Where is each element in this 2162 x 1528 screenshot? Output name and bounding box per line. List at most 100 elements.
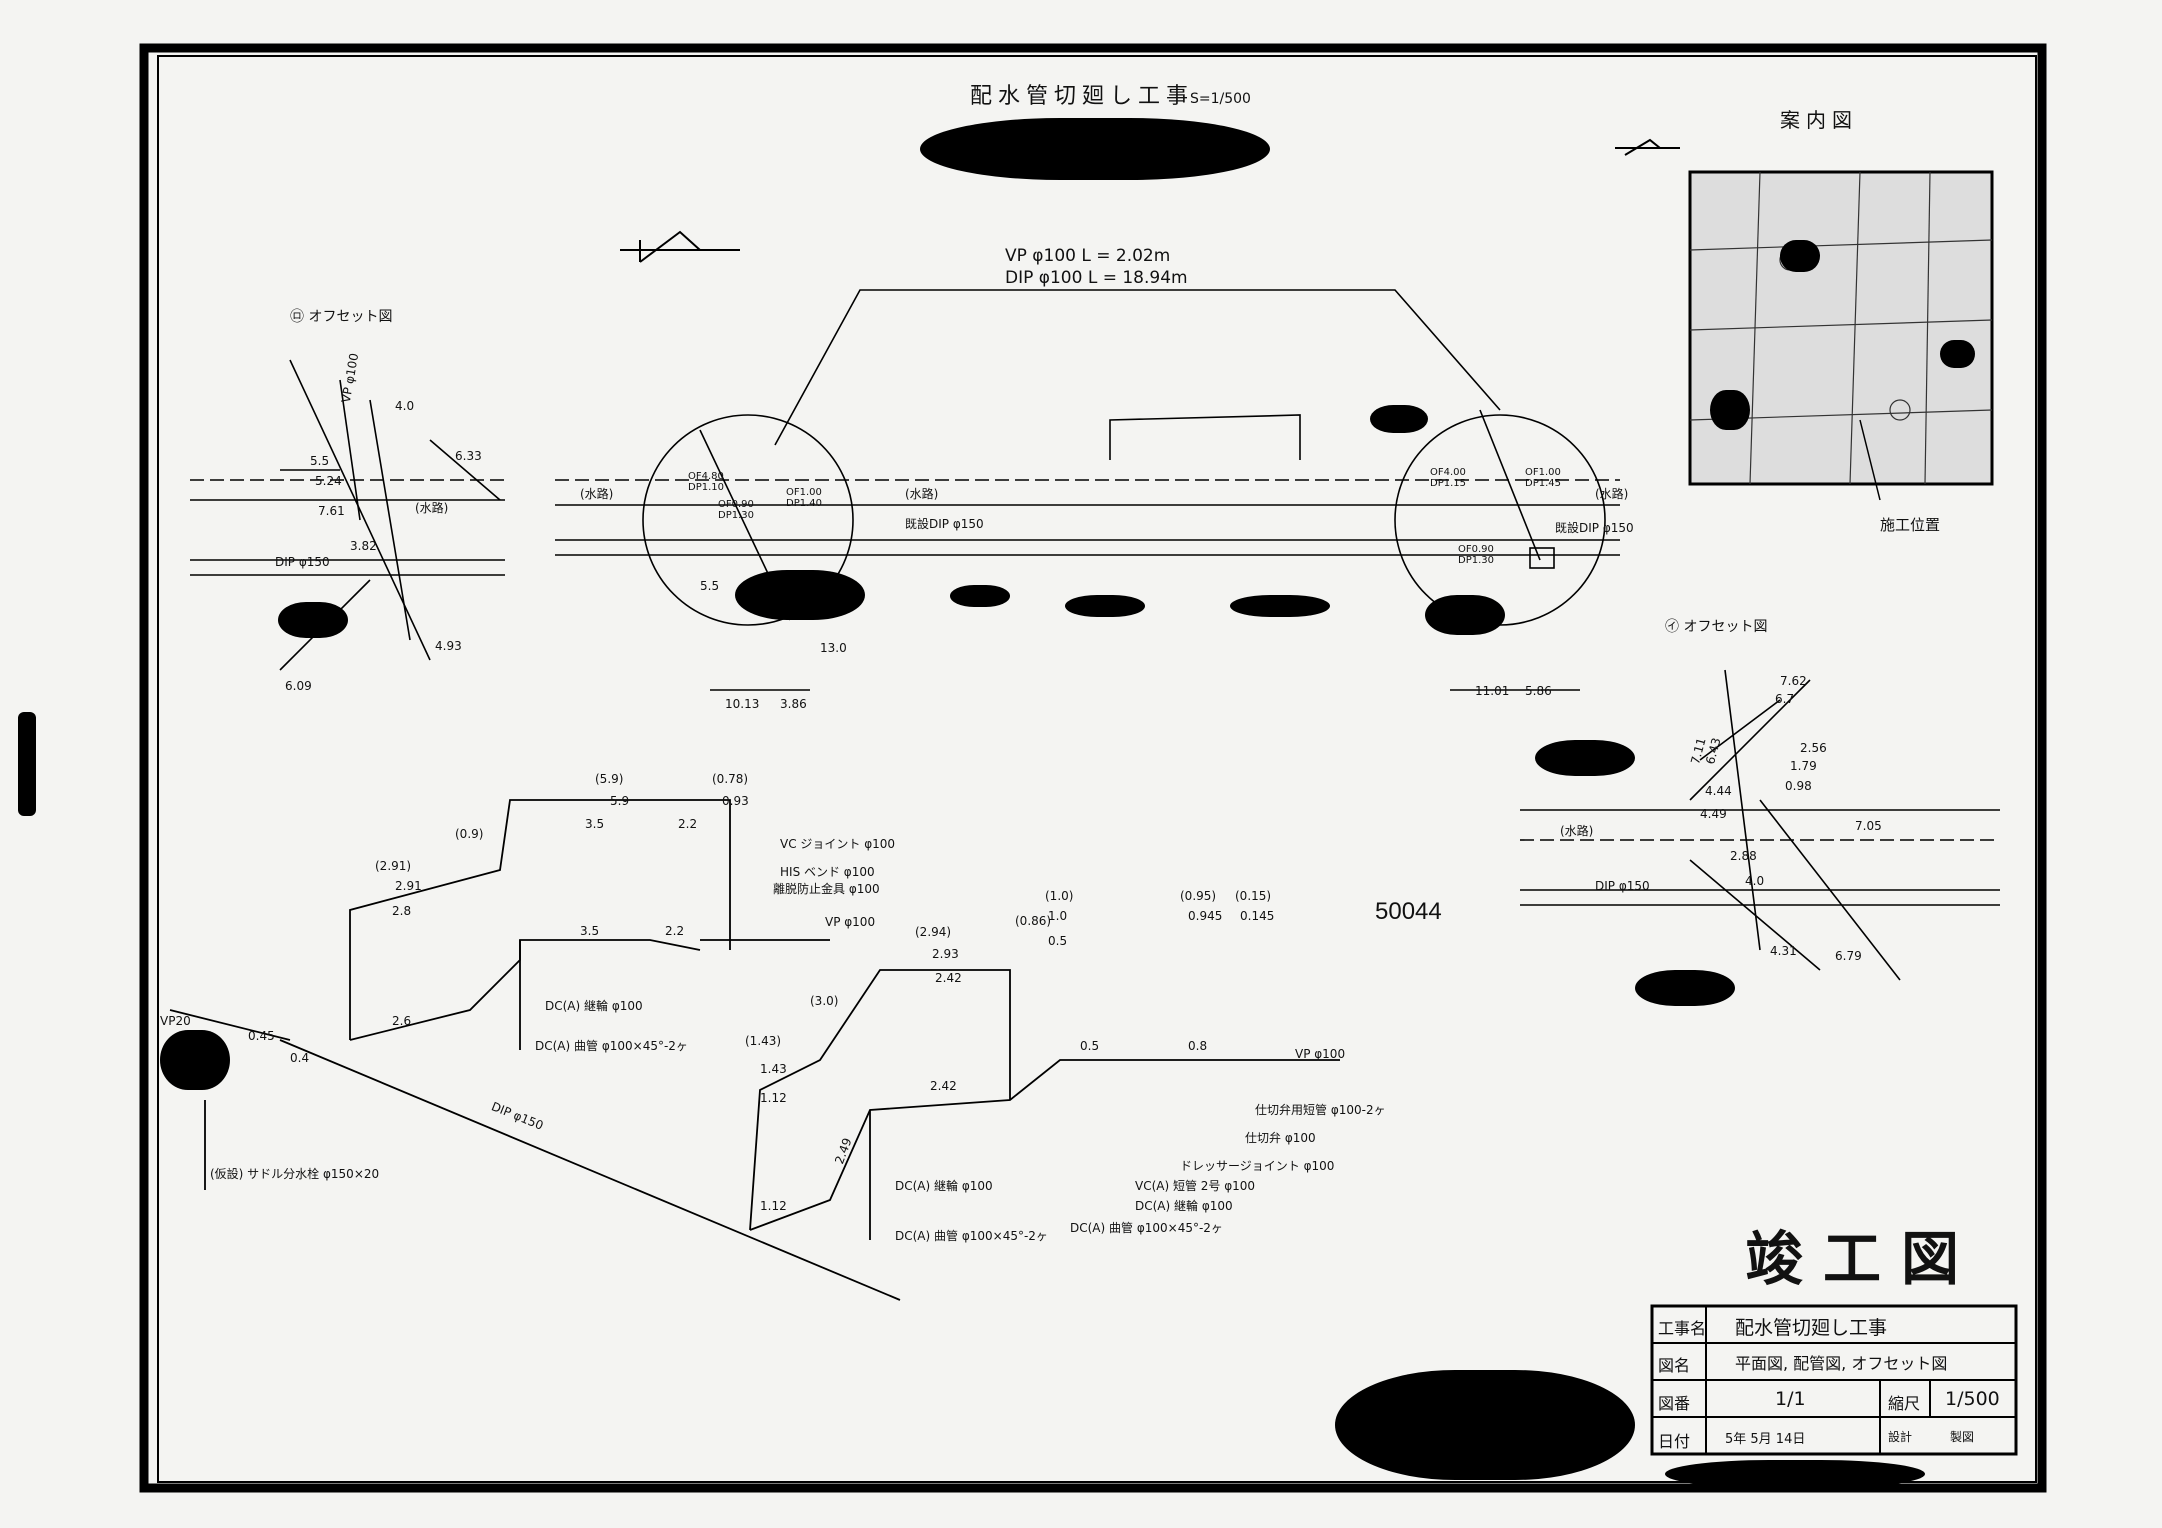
tb-date-label: 日付	[1658, 1432, 1691, 1451]
redaction-mark	[1665, 1460, 1925, 1488]
pipe-dim: 2.91	[395, 879, 422, 893]
tb-project-label: 工事名	[1658, 1319, 1707, 1338]
plan-dim-55: 5.5	[700, 579, 720, 593]
plan-dim-1101: 11.01	[1475, 684, 1510, 698]
plan-of3: OF0.90	[718, 499, 754, 510]
offset-diagram-i	[1520, 669, 2000, 981]
offset-i-dip: DIP φ150	[1595, 879, 1650, 893]
redaction-mark	[1635, 970, 1735, 1006]
redaction-mark	[1710, 390, 1750, 430]
offset-i-d431: 4.31	[1770, 944, 1797, 958]
pipe-dim: 0.945	[1188, 909, 1223, 923]
tb-scale-value: 1/500	[1945, 1388, 2000, 1410]
offset-i-d256: 2.56	[1800, 741, 1827, 755]
plan-waterway-mid: (水路)	[905, 487, 939, 501]
plan-dim-130: 13.0	[820, 641, 847, 655]
pipe-dim: 2.42	[930, 1079, 957, 1093]
plan-waterway-left: (水路)	[580, 487, 614, 501]
pipe-dim: (1.43)	[745, 1034, 782, 1048]
pipe-vp100-upper: VP φ100	[825, 915, 876, 929]
pipe-dim: 0.8	[1188, 1039, 1208, 1053]
pipe-dim: (0.95)	[1180, 889, 1217, 903]
pipe-dim: (3.0)	[810, 994, 839, 1008]
offset-ro-d633: 6.33	[455, 449, 482, 463]
plan-of5: OF1.00	[1525, 467, 1561, 478]
tb-design-label: 設計	[1888, 1430, 1913, 1444]
plan-of6: OF0.90	[1458, 544, 1494, 555]
offset-i-d179: 1.79	[1790, 759, 1817, 773]
pipe-dim: 2.8	[392, 904, 412, 918]
plan-main-right: 既設DIP φ150	[1555, 521, 1634, 535]
redaction-mark	[1425, 595, 1505, 635]
pipe-dc-sleeve: DC(A) 継輪 φ100	[545, 999, 643, 1013]
offset-i-d705: 7.05	[1855, 819, 1882, 833]
pipe-dim: 0.5	[1080, 1039, 1100, 1053]
pipe-dim: 1.12	[760, 1199, 787, 1213]
tb-drawing-label: 図名	[1658, 1356, 1691, 1375]
pipe-dresser: ドレッサージョイント φ100	[1180, 1159, 1335, 1173]
plan-dp1: DP1.10	[688, 482, 724, 493]
as-built-label: 竣工図	[1745, 1225, 1980, 1293]
pipe-saddle: (仮設) サドル分水栓 φ150×20	[210, 1167, 380, 1181]
redaction-mark	[1780, 240, 1820, 272]
pipe-dc-bend3: DC(A) 曲管 φ100×45°-2ヶ	[1070, 1221, 1223, 1235]
piping-isometric	[169, 799, 1340, 1301]
redaction-mark	[1370, 405, 1428, 433]
offset-ro-d761: 7.61	[318, 504, 345, 518]
offset-i-d679: 6.79	[1835, 949, 1862, 963]
offset-ro-d55: 5.5	[310, 454, 330, 468]
redaction-mark	[160, 1030, 230, 1090]
title-block	[1650, 1304, 2018, 1456]
offset-diagram-ro	[190, 359, 505, 671]
pipe-dim: 3.5	[585, 817, 605, 831]
offset-i-d098: 0.98	[1785, 779, 1812, 793]
plan-dim-1013: 10.13	[725, 697, 760, 711]
pipe-dim: 0.145	[1240, 909, 1275, 923]
redaction-mark	[1230, 595, 1330, 617]
offset-ro-dip: DIP φ150	[275, 555, 330, 569]
offset-i-title: ㋑ オフセット図	[1665, 619, 1768, 635]
north-arrow-icon	[620, 230, 740, 263]
pipe-dim: (0.86)	[1015, 914, 1052, 928]
offset-i-d444: 4.44	[1705, 784, 1732, 798]
pipe-length-dip: DIP φ100 L = 18.94m	[1005, 268, 1188, 288]
pipe-dim: 2.93	[932, 947, 959, 961]
pipe-dim: (0.78)	[712, 772, 749, 786]
tb-number-label: 図番	[1658, 1394, 1691, 1413]
tb-date-value: 5年 5月 14日	[1725, 1432, 1806, 1447]
plan-main-left: 既設DIP φ150	[905, 517, 984, 531]
offset-i-waterway: (水路)	[1560, 824, 1594, 838]
plan-dim-586: 5.86	[1525, 684, 1552, 698]
tb-number-value: 1/1	[1775, 1388, 1806, 1410]
drawing-title: 配水管切廻し工事	[970, 84, 1195, 109]
pipe-vc-joint: VC ジョイント φ100	[780, 837, 896, 851]
plan-dp5: DP1.45	[1525, 478, 1561, 489]
offset-ro-d40: 4.0	[395, 399, 415, 413]
offset-ro-d493: 4.93	[435, 639, 462, 653]
pipe-dim: 1.12	[760, 1091, 787, 1105]
redaction-mark	[278, 602, 348, 638]
pipe-dim: 2.42	[935, 971, 962, 985]
plan-of2: OF1.00	[786, 487, 822, 498]
offset-ro-d382: 3.82	[350, 539, 377, 553]
tb-scale-label: 縮尺	[1888, 1394, 1921, 1413]
pipe-dim: 1.43	[760, 1062, 787, 1076]
pipe-dim: (1.0)	[1045, 889, 1074, 903]
redaction-mark	[1535, 740, 1635, 776]
redaction-mark	[1940, 340, 1975, 368]
pipe-dim: 5.9	[610, 794, 630, 808]
pipe-his-bend: HIS ベンド φ100	[780, 865, 875, 879]
tb-drafting-label: 製図	[1950, 1430, 1975, 1444]
plan-view	[555, 289, 1620, 691]
pipe-length-vp: VP φ100 L = 2.02m	[1005, 246, 1171, 266]
pipe-dim: 1.0	[1048, 909, 1068, 923]
pipe-dim: (2.94)	[915, 925, 952, 939]
plan-dim-386: 3.86	[780, 697, 807, 711]
pipe-dim: 0.93	[722, 794, 749, 808]
plan-dp4: DP1.15	[1430, 478, 1466, 489]
pipe-dim: 0.45	[248, 1029, 275, 1043]
pipe-vp100-lower: VP φ100	[1295, 1047, 1346, 1061]
offset-ro-title: ㋺ オフセット図	[290, 309, 393, 325]
